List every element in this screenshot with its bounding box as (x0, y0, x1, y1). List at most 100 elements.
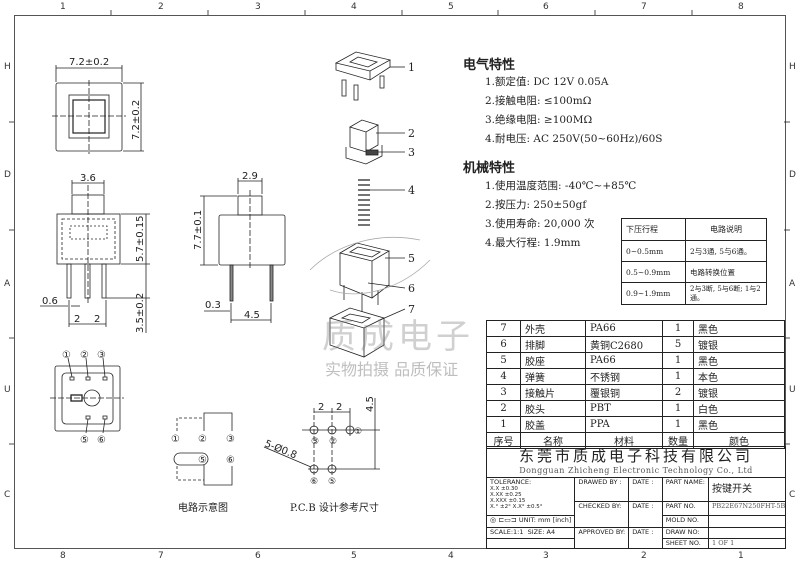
draw-no-label: DRAW NO: (661, 527, 710, 539)
part-cell: 1 (662, 400, 694, 417)
dim-pcb-pitch-1: 2 (318, 402, 324, 413)
travel-cell: 2与3断, 5与6断; 1与2通。 (685, 282, 767, 305)
grid-label: 2 (158, 2, 164, 12)
pcb-pin: ⑥ (310, 477, 318, 487)
tolerance-line: X.° ±2° X.X° ±0.5° (490, 504, 543, 510)
part-cell: 5 (662, 336, 694, 353)
grid-label: C (4, 490, 11, 500)
grid-label: 7 (641, 2, 647, 12)
dim-front-button-width: 3.6 (80, 173, 96, 184)
dim-pcb-pitch-2: 2 (336, 402, 342, 413)
grid-label: 6 (255, 551, 261, 561)
grid-label: 1 (738, 551, 744, 561)
callout-6: 6 (408, 282, 415, 295)
grid-label: 8 (60, 551, 66, 561)
pin-label: ⑤ (80, 435, 89, 446)
company-name-en: Dongguan Zhicheng Electronic Technology … (519, 466, 753, 475)
grid-label: 2 (641, 551, 647, 561)
part-cell: 黑色 (693, 416, 785, 433)
dim-side-pin-spacing: 4.5 (244, 310, 260, 321)
callout-2: 2 (408, 127, 415, 140)
mechanical-title: 机械特性 (463, 161, 516, 176)
part-cell: 镀银 (693, 384, 785, 401)
unit-label: UNIT: mm [inch] (518, 516, 572, 524)
pcb-pin: ② (329, 437, 337, 447)
checked-by-label: CHECKED BY: (574, 501, 630, 528)
part-cell: PPA (585, 416, 663, 433)
side-view: 2.9 7.7±0.1 0.3 4.5 (193, 171, 286, 323)
circuit-pin: ① (171, 434, 180, 445)
projection-icon: ◎ ⊏▭⊐ (490, 516, 519, 524)
draw-no (708, 527, 786, 539)
callout-5: 5 (408, 252, 415, 265)
watermark-slogan: 实物拍摄 品质保证 (325, 360, 459, 379)
part-cell: 2 (486, 400, 521, 417)
grid-label: A (4, 279, 11, 289)
travel-cell: 0~0.5mm (621, 240, 686, 262)
travel-cell: 电路转换位置 (685, 261, 767, 283)
electrical-title: 电气特性 (463, 58, 516, 73)
company-name-cn: 东莞市质成电子科技有限公司 (518, 447, 753, 465)
pcb-pin: ③ (311, 437, 319, 447)
pin-label: ② (80, 350, 89, 361)
title-block: 东莞市质成电子科技有限公司 Dongguan Zhicheng Electron… (485, 446, 786, 549)
part-cell: 外壳 (520, 320, 586, 337)
part-cell: PA66 (585, 320, 663, 337)
scale-size-cell: SCALE:1:1 SIZE: A4 (485, 527, 576, 539)
bottom-view: ① ② ③ ⑤ ⑥ (50, 350, 124, 446)
part-cell: 1 (662, 368, 694, 385)
mechanical-item: 3.使用寿命: 20,000 次 (485, 218, 595, 230)
dim-side-button-width: 2.9 (242, 171, 258, 182)
exploded-view: 1 2 3 4 5 6 7 (309, 51, 431, 358)
top-view: 7.2±0.2 7.2±0.2 (52, 57, 144, 154)
sheet-no-label: SHEET NO. (661, 538, 710, 549)
unit-cell: ◎ ⊏▭⊐ UNIT: mm [inch] (485, 515, 576, 528)
part-cell: PA66 (585, 352, 663, 369)
dim-front-pin-width: 0.6 (42, 296, 58, 307)
travel-header: 下压行程 (621, 218, 686, 241)
part-cell: 胶盖 (520, 416, 586, 433)
mechanical-item: 4.最大行程: 1.9mm (485, 237, 581, 249)
dim-front-pin-length: 3.5±0.2 (135, 293, 146, 333)
date-label: DATE : (628, 477, 663, 502)
circuit-pin: ⑥ (226, 455, 235, 466)
part-cell: 1 (486, 416, 521, 433)
pin-label: ③ (97, 350, 106, 361)
grid-label: A (789, 279, 796, 289)
pcb-pin: ⑤ (328, 477, 336, 487)
grid-label: H (789, 62, 796, 72)
callout-4: 4 (408, 184, 415, 197)
part-cell: 1 (662, 352, 694, 369)
part-cell: 覆银铜 (585, 384, 663, 401)
travel-cell: 0.9~1.9mm (621, 282, 686, 305)
grid-label: 5 (351, 551, 357, 561)
electrical-item: 2.接触电阻: ≤100mΩ (485, 95, 592, 107)
approved-by-label: APPROVED BY: (574, 527, 630, 549)
circuit-pin: ③ (226, 434, 235, 445)
table-header-row: 序号名称材料数量颜色 (486, 432, 785, 449)
circuit-pin: ② (198, 434, 207, 445)
part-cell: 本色 (693, 368, 785, 385)
grid-label: C (789, 490, 796, 500)
part-cell: 1 (662, 320, 694, 337)
electrical-item: 1.额定值: DC 12V 0.05A (485, 76, 609, 88)
grid-label: 6 (543, 2, 549, 12)
circuit-pin: ⑤ (198, 455, 207, 466)
tolerance-line: X.X ±0.30 (490, 486, 518, 492)
tolerance-cell: TOLERANCE: X.X ±0.30 X.XX ±0.25 X.XXX ±0… (485, 477, 576, 516)
part-cell: 黑色 (693, 352, 785, 369)
grid-label: U (4, 385, 11, 395)
dim-front-body-height: 5.7±0.15 (135, 215, 146, 262)
part-cell: 胶头 (520, 400, 586, 417)
tolerance-line: X.XXX ±0.15 (490, 498, 526, 504)
mechanical-item: 2.按压力: 250±50gf (485, 199, 587, 211)
electrical-item: 3.绝缘电阻: ≥100MΩ (485, 114, 593, 126)
pcb-pin: ① (354, 427, 362, 437)
border-ticks (9, 10, 790, 445)
circuit-diagram: ① ② ③ ⑤ ⑥ (171, 412, 235, 486)
